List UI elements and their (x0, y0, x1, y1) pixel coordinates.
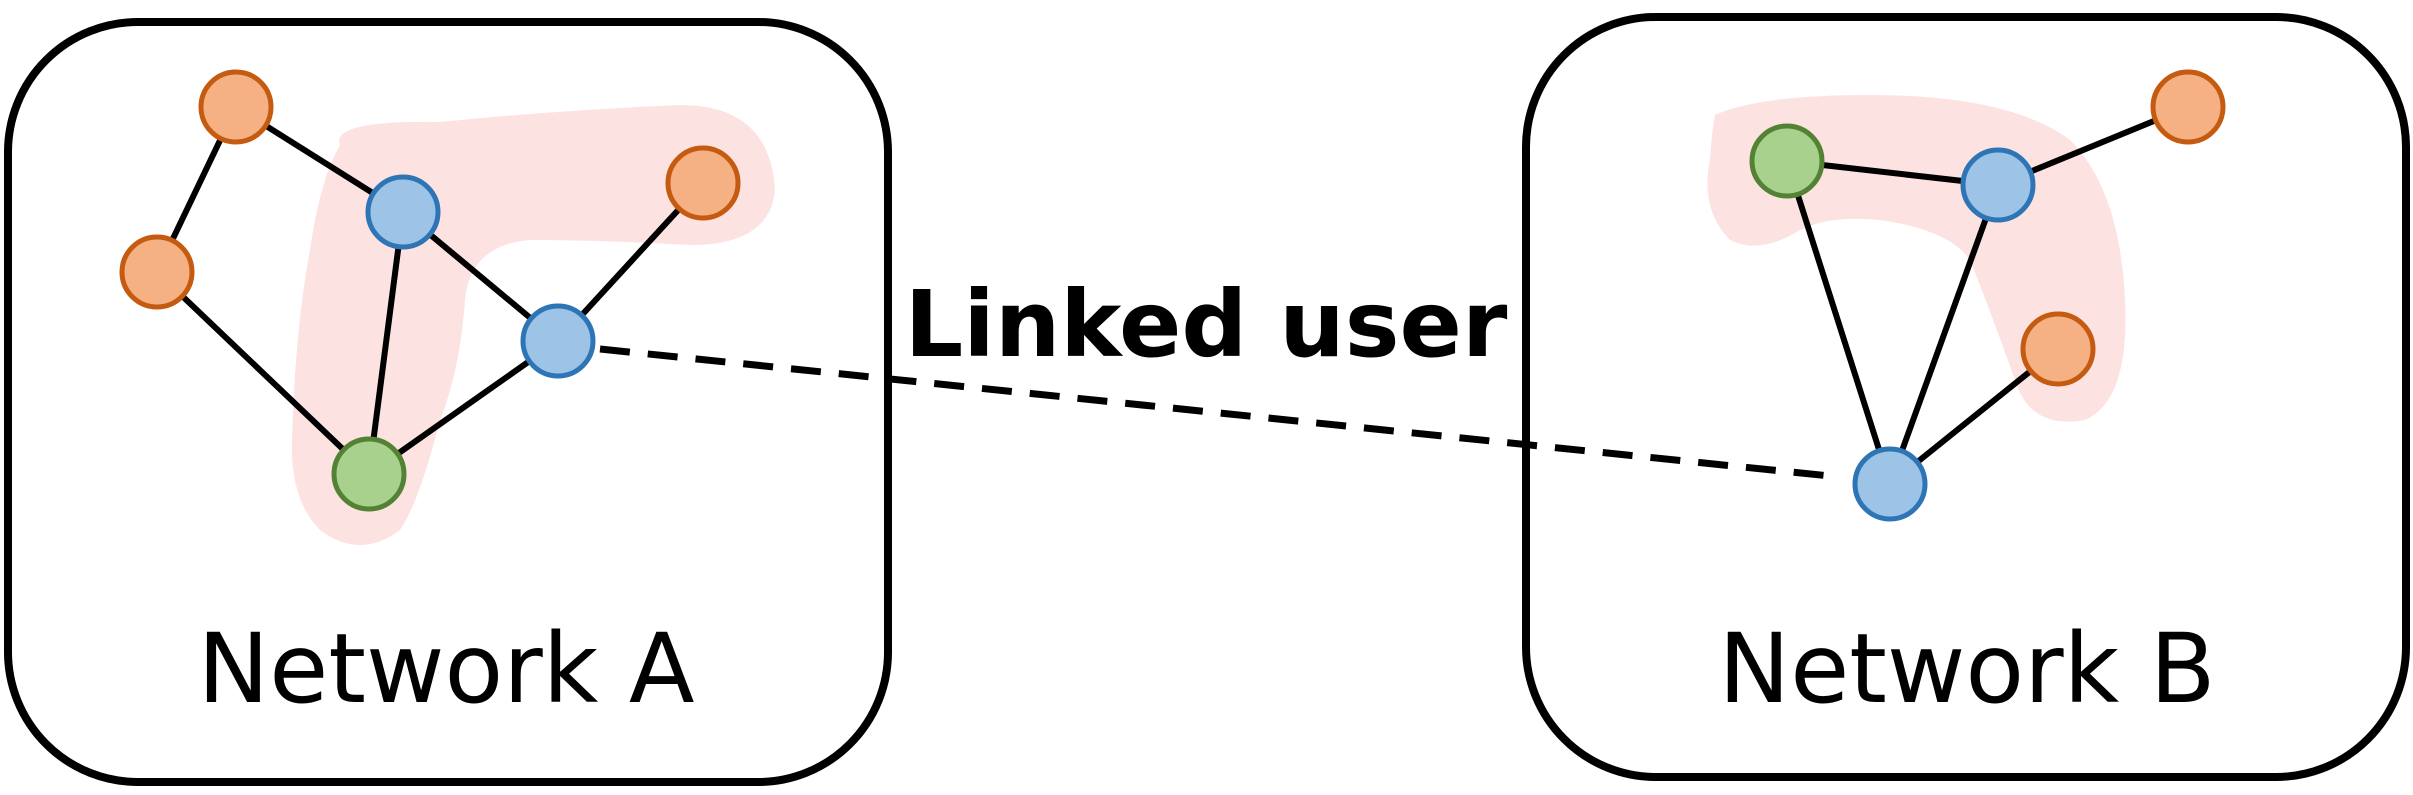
network-b-edge (1784, 158, 1893, 487)
network-b-node-orange (2150, 69, 2226, 145)
network-a-edge (154, 269, 372, 477)
network-b-node-blue (1960, 147, 2036, 223)
network-a-edge (366, 338, 561, 477)
network-a-panel: Network A (4, 18, 892, 786)
network-a-linked-user-node (520, 303, 596, 379)
network-a-node-orange (198, 69, 274, 145)
network-a-node-blue (365, 174, 441, 250)
network-b-panel: Network B (1522, 13, 2410, 781)
network-b-node-orange (2020, 311, 2096, 387)
network-b-linked-user-node (1852, 446, 1928, 522)
linked-user-dashed-link (599, 345, 1831, 480)
network-b-label: Network B (1718, 613, 2215, 725)
network-a-node-orange (119, 234, 195, 310)
network-a-node-orange (665, 145, 741, 221)
linked-user-label: Linked user (905, 271, 1508, 378)
network-a-edge (366, 209, 406, 477)
network-a-label: Network A (197, 613, 694, 725)
network-b-node-green (1749, 123, 1825, 199)
network-a-node-green (331, 436, 407, 512)
network-b-edge (1887, 182, 2001, 487)
